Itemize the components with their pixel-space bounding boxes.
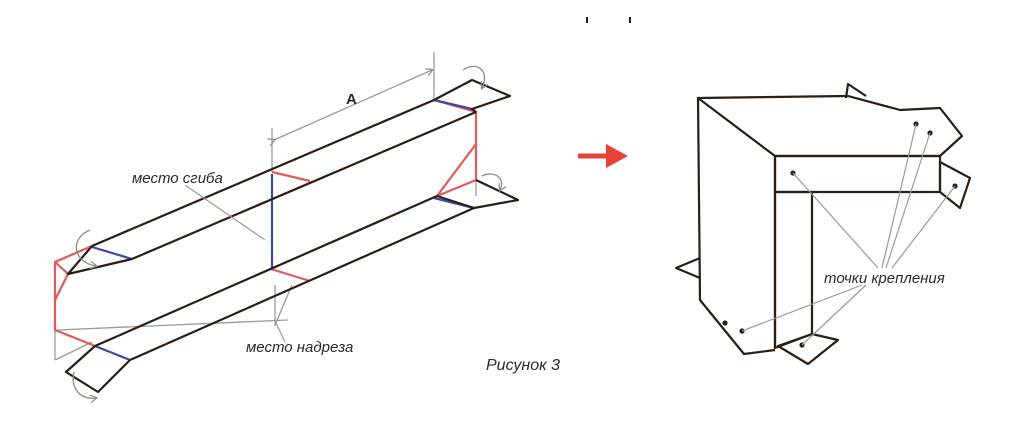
figure-caption: Рисунок 3 [486, 357, 560, 374]
bend-place-label: место сгиба [132, 170, 223, 187]
bottom-tab [776, 332, 840, 366]
cut-place-label: место надреза [246, 339, 353, 356]
fold-lines [91, 98, 475, 362]
channel-outline [64, 78, 520, 394]
front-web [773, 190, 814, 350]
top-plate [696, 94, 964, 158]
mounting-leaders [741, 123, 956, 346]
transition-arrow [578, 144, 628, 168]
side-tab [938, 160, 972, 210]
unfolded-channel-diagram [53, 52, 520, 398]
mounting-points-label: точки крепления [824, 270, 945, 287]
dimension-a-label: A [346, 91, 357, 108]
assembled-corner-diagram [674, 82, 972, 366]
upper-flange [773, 154, 942, 194]
cut-lines [53, 98, 478, 348]
bend-arrows [72, 65, 501, 398]
dimension-a [272, 52, 435, 172]
leaders [184, 184, 286, 343]
top-mark [586, 17, 631, 23]
